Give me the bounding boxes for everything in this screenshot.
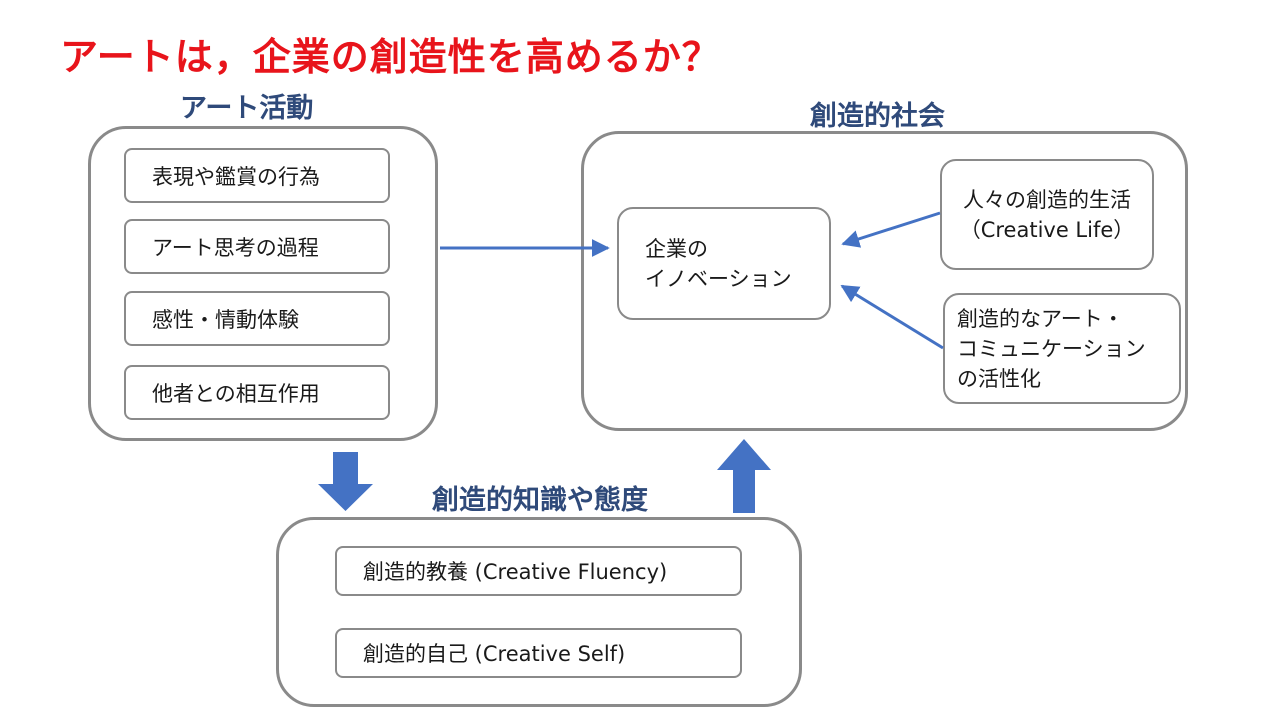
creative-society-label: 創造的社会 <box>810 101 945 132</box>
arrow-life-to-innovation <box>841 211 941 248</box>
creative-fluency-item: 創造的教養 (Creative Fluency) <box>335 546 742 596</box>
art-communication-line-3: の活性化 <box>957 366 1041 391</box>
arrow-communication-to-innovation <box>840 284 944 350</box>
art-communication-line-1: 創造的なアート・ <box>957 306 1124 331</box>
block-arrow-down <box>318 452 373 511</box>
art-item-thinking: アート思考の過程 <box>124 219 390 274</box>
creative-self-item: 創造的自己 (Creative Self) <box>335 628 742 678</box>
innovation-line-1: 企業の <box>645 236 708 261</box>
art-item-interaction: 他者との相互作用 <box>124 365 390 420</box>
art-communication-box: 創造的なアート・ コミュニケーション の活性化 <box>943 293 1181 404</box>
innovation-line-2: イノベーション <box>645 266 792 291</box>
innovation-box: 企業の イノベーション <box>617 207 831 320</box>
page-title: アートは，企業の創造性を高めるか？ <box>60 35 721 79</box>
art-item-emotion: 感性・情動体験 <box>124 291 390 346</box>
block-arrow-up <box>717 439 771 513</box>
creative-knowledge-label: 創造的知識や態度 <box>432 485 648 516</box>
art-item-expression: 表現や鑑賞の行為 <box>124 148 390 203</box>
creative-life-line-1: 人々の創造的生活 <box>963 187 1131 212</box>
art-communication-line-2: コミュニケーション <box>957 336 1146 361</box>
art-activity-label: アート活動 <box>180 93 314 124</box>
creative-life-line-2: （Creative Life） <box>959 217 1135 242</box>
creative-life-box: 人々の創造的生活 （Creative Life） <box>940 159 1154 270</box>
